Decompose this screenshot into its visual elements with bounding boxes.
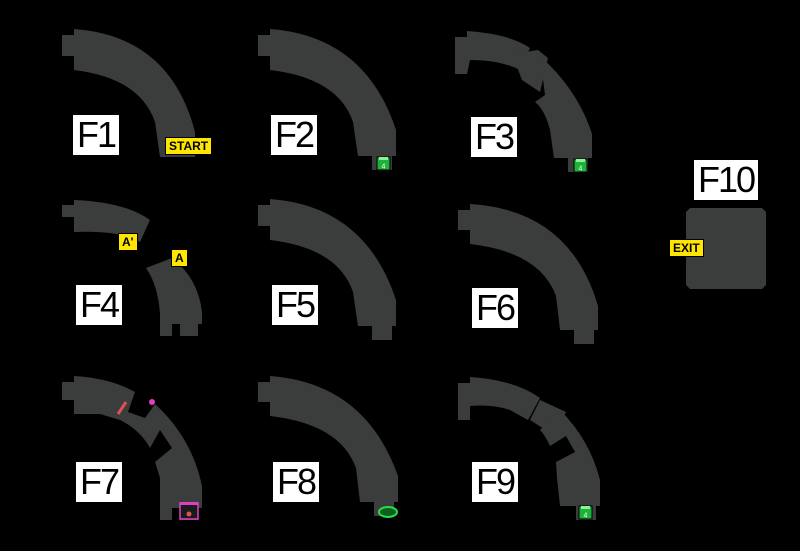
floor-f2-stairs-number: 4 — [382, 164, 386, 171]
floor-f2-corridor — [258, 29, 396, 170]
floor-f6-corridor — [458, 204, 598, 344]
floor-label-f7: F7 — [76, 462, 123, 502]
floor-label-f8: F8 — [273, 462, 320, 502]
floor-f3-corridor — [455, 31, 530, 74]
floor-f8-corridor — [258, 376, 398, 516]
floor-f2-stairs-icon: 4 — [376, 156, 391, 171]
floor-f8-green-ring-icon — [378, 506, 398, 518]
floor-f9-corridor-end — [540, 410, 600, 520]
floor-f9-stairs-number: 4 — [584, 513, 588, 520]
floor-label-f6: F6 — [472, 288, 519, 328]
floor-f3-corridor-end — [535, 56, 592, 172]
floor-f3-stairs-icon: 4 — [573, 158, 588, 173]
floor-label-f3: F3 — [471, 117, 518, 157]
floor-f3-corridor-mid — [512, 50, 548, 92]
floor-f7-pink-gate-icon — [179, 502, 199, 520]
floor-f1-corridor — [62, 29, 195, 157]
exit-tag: EXIT — [669, 239, 704, 257]
floor-label-f10: F10 — [694, 160, 759, 200]
floor-f3-stairs-number: 4 — [579, 166, 583, 173]
warp-a-prime-tag: A' — [118, 233, 138, 251]
floor-f7-pink-orb-icon — [149, 399, 155, 405]
floor-label-f9: F9 — [472, 462, 519, 502]
floor-f7-red-barrier-icon — [116, 401, 128, 415]
floor-f9-stairs-icon: 4 — [578, 505, 593, 520]
warp-a-tag: A — [171, 249, 188, 267]
floor-label-f5: F5 — [272, 285, 319, 325]
floor-label-f1: F1 — [73, 115, 120, 155]
floor-label-f4: F4 — [76, 285, 123, 325]
floor-label-f2: F2 — [271, 115, 318, 155]
floor-f10-room — [686, 208, 766, 289]
start-tag: START — [165, 137, 213, 155]
floor-f4-corridor-upper — [62, 200, 150, 242]
floor-f4-corridor-lower — [146, 258, 202, 336]
floor-f7-corridor — [62, 376, 202, 520]
floor-f9-corridor — [458, 377, 540, 420]
floor-f5-corridor — [258, 199, 396, 340]
